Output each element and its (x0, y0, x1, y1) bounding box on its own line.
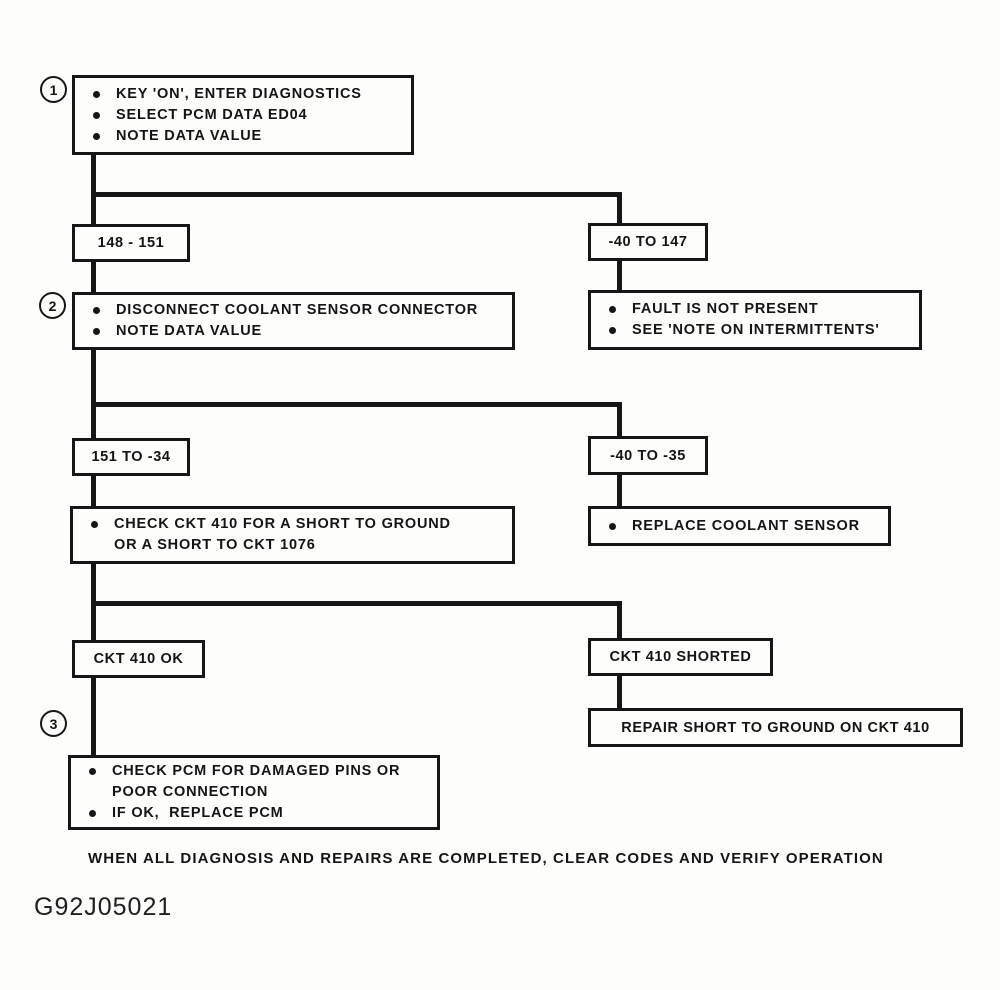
bullet-icon (91, 521, 98, 528)
connector-drop-5 (617, 601, 622, 640)
step3-line-1: CHECK PCM FOR DAMAGED PINS OR (71, 761, 437, 782)
bullet-icon (93, 132, 100, 140)
step-marker-1: 1 (40, 76, 67, 103)
connector-drop-6 (617, 675, 622, 710)
label-ckt410-shorted-text: CKT 410 SHORTED (609, 649, 752, 665)
branch-label-neg40-neg35-text: -40 TO -35 (610, 447, 686, 464)
connector-branch-1 (91, 192, 622, 197)
step3-line-2: POOR CONNECTION (71, 782, 437, 803)
check-ckt410-line-2: OR A SHORT TO CKT 1076 (73, 535, 512, 556)
node-step3: CHECK PCM FOR DAMAGED PINS OR POOR CONNE… (68, 755, 440, 830)
step1-line-2: SELECT PCM DATA ED04 (75, 105, 411, 126)
label-ckt410-shorted: CKT 410 SHORTED (588, 638, 773, 676)
fault-line-1-text: FAULT IS NOT PRESENT (632, 301, 819, 317)
bullet-icon (609, 306, 616, 313)
connector-branch-3 (91, 601, 622, 606)
node-step2: DISCONNECT COOLANT SENSOR CONNECTOR NOTE… (72, 292, 515, 350)
step3-line-1-text: CHECK PCM FOR DAMAGED PINS OR (112, 763, 401, 779)
replace-sensor-line-1: REPLACE COOLANT SENSOR (591, 516, 888, 537)
step-marker-1-label: 1 (49, 81, 58, 98)
node-step1: KEY 'ON', ENTER DIAGNOSTICS SELECT PCM D… (72, 75, 414, 155)
step-marker-2-label: 2 (48, 297, 57, 314)
check-ckt410-line-1: CHECK CKT 410 FOR A SHORT TO GROUND (73, 514, 512, 535)
branch-label-148-151: 148 - 151 (72, 224, 190, 262)
step-marker-3-label: 3 (49, 715, 58, 732)
step2-line-1-text: DISCONNECT COOLANT SENSOR CONNECTOR (116, 302, 479, 318)
fault-line-1: FAULT IS NOT PRESENT (591, 299, 919, 320)
node-fault-not-present: FAULT IS NOT PRESENT SEE 'NOTE ON INTERM… (588, 290, 922, 350)
check-ckt410-line-1-text: CHECK CKT 410 FOR A SHORT TO GROUND (114, 516, 451, 532)
branch-label-neg40-147: -40 TO 147 (588, 223, 708, 261)
step1-line-1: KEY 'ON', ENTER DIAGNOSTICS (75, 84, 411, 105)
step-marker-2: 2 (39, 292, 66, 319)
step2-line-2-text: NOTE DATA VALUE (116, 323, 262, 339)
fault-line-2-text: SEE 'NOTE ON INTERMITTENTS' (632, 322, 880, 338)
connector-drop-4 (617, 473, 622, 508)
branch-label-neg40-147-text: -40 TO 147 (608, 234, 688, 250)
connector-trunk-2 (91, 350, 96, 506)
step1-line-3: NOTE DATA VALUE (75, 126, 411, 147)
node-repair-short: REPAIR SHORT TO GROUND ON CKT 410 (588, 708, 963, 747)
figure-id: G92J05021 (34, 893, 173, 921)
fault-line-2: SEE 'NOTE ON INTERMITTENTS' (591, 320, 919, 341)
step3-line-3-text: IF OK, REPLACE PCM (112, 805, 284, 821)
connector-trunk-1 (91, 155, 96, 292)
step1-line-1-text: KEY 'ON', ENTER DIAGNOSTICS (116, 85, 362, 102)
bullet-icon (93, 328, 100, 335)
step1-line-3-text: NOTE DATA VALUE (116, 127, 262, 144)
bullet-icon (609, 327, 616, 334)
bullet-icon (89, 810, 96, 817)
branch-label-151-neg34-text: 151 TO -34 (91, 449, 171, 465)
bullet-icon (93, 90, 100, 98)
step-marker-3: 3 (40, 710, 67, 737)
branch-label-151-neg34: 151 TO -34 (72, 438, 190, 476)
branch-label-148-151-text: 148 - 151 (97, 235, 165, 251)
label-ckt410-ok-text: CKT 410 OK (93, 651, 184, 667)
step3-line-3: IF OK, REPLACE PCM (71, 803, 437, 824)
bullet-icon (609, 522, 616, 530)
completion-note: WHEN ALL DIAGNOSIS AND REPAIRS ARE COMPL… (88, 850, 884, 867)
step3-line-2-text: POOR CONNECTION (112, 784, 269, 800)
connector-branch-2 (91, 402, 622, 407)
step2-line-2: NOTE DATA VALUE (75, 321, 512, 342)
bullet-icon (93, 111, 100, 119)
connector-drop-3 (617, 402, 622, 438)
connector-drop-2 (617, 259, 622, 292)
connector-drop-1 (617, 192, 622, 225)
node-repair-short-text: REPAIR SHORT TO GROUND ON CKT 410 (621, 719, 930, 736)
step1-line-2-text: SELECT PCM DATA ED04 (116, 106, 308, 123)
label-ckt410-ok: CKT 410 OK (72, 640, 205, 678)
node-check-ckt410: CHECK CKT 410 FOR A SHORT TO GROUND OR A… (70, 506, 515, 564)
branch-label-neg40-neg35: -40 TO -35 (588, 436, 708, 475)
bullet-icon (93, 307, 100, 314)
bullet-icon (89, 768, 96, 775)
check-ckt410-line-2-text: OR A SHORT TO CKT 1076 (114, 537, 316, 553)
step2-line-1: DISCONNECT COOLANT SENSOR CONNECTOR (75, 300, 512, 321)
node-replace-sensor: REPLACE COOLANT SENSOR (588, 506, 891, 546)
replace-sensor-line-1-text: REPLACE COOLANT SENSOR (632, 517, 860, 534)
